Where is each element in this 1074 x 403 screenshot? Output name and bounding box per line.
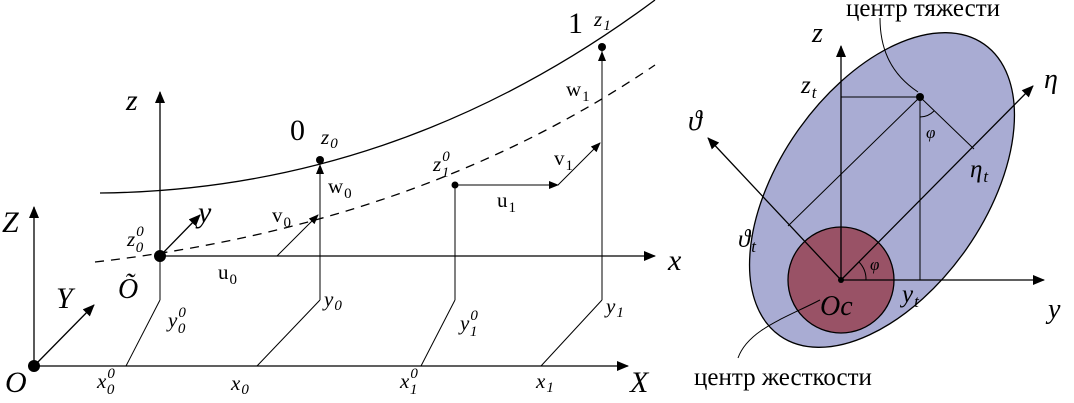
label-section-y: y (1045, 294, 1061, 325)
label-y0: y0 (322, 287, 342, 314)
label-z1: z1 (593, 7, 611, 34)
cross-section-ellipse (748, 32, 1016, 348)
label-point-0: 0 (290, 114, 305, 147)
v0-arrow (276, 214, 319, 257)
v1-arrow (557, 142, 601, 186)
label-section-z: z (811, 18, 823, 49)
label-eta-t: ηt (970, 156, 989, 186)
proj-oblique-2 (420, 299, 456, 367)
label-u0: u0 (218, 260, 237, 288)
point-z0 (316, 156, 324, 164)
label-x: x (667, 244, 682, 277)
label-origin: O (5, 366, 27, 399)
section-theta-axis (707, 137, 842, 281)
label-X: X (629, 366, 650, 399)
label-x0: x0 (230, 371, 249, 398)
theta-t-projection (787, 96, 921, 227)
label-oc: Oc (820, 291, 853, 322)
label-theta-t: ϑt (738, 226, 757, 256)
global-y-axis (33, 304, 95, 367)
label-Y: Y (56, 282, 76, 315)
label-point-1: 1 (568, 7, 583, 40)
label-v1: v1 (554, 146, 573, 174)
label-Z: Z (2, 206, 19, 239)
deformed-axis-curve (99, 0, 656, 194)
label-yt: yt (899, 281, 920, 311)
label-z0: z0 (320, 125, 338, 152)
label-w0: w0 (328, 174, 352, 202)
phi-bottom-arc (858, 261, 867, 281)
label-origin-tilde: Õ (118, 274, 138, 305)
phi-top-arc (919, 110, 935, 118)
label-y1: y1 (604, 294, 624, 321)
proj-oblique-0 (125, 299, 161, 367)
initial-axis-curve (94, 64, 656, 263)
label-x1: x1 (535, 369, 554, 396)
eta-t-projection (919, 96, 975, 150)
gravity-leader-line (879, 17, 919, 93)
global-origin-point (28, 360, 40, 372)
label-z: z (125, 84, 138, 117)
label-center-of-gravity: центр тяжести (846, 0, 1000, 22)
local-y-axis (159, 214, 201, 257)
label-center-of-stiffness: центр жесткости (694, 364, 872, 391)
label-phi-bottom: φ (870, 255, 879, 274)
label-y: y (195, 196, 212, 229)
label-v0: v0 (272, 203, 291, 231)
label-zt: zt (800, 72, 818, 102)
label-phi-top: φ (926, 123, 935, 142)
point-z1 (598, 43, 606, 51)
section-eta-axis (840, 85, 1034, 281)
label-section-eta: η (1044, 64, 1058, 95)
stiffness-leader-line (737, 299, 821, 359)
proj-oblique-3 (540, 299, 603, 367)
label-u1: u1 (497, 188, 516, 216)
gravity-center-point (916, 93, 924, 101)
label-w1: w1 (566, 77, 590, 105)
stiffness-center-point (838, 277, 844, 283)
cross-section-panel: центр тяжести центр жесткости z y η ϑ zt… (688, 0, 1061, 391)
proj-oblique-1 (256, 299, 321, 367)
label-section-theta: ϑ (688, 106, 703, 137)
